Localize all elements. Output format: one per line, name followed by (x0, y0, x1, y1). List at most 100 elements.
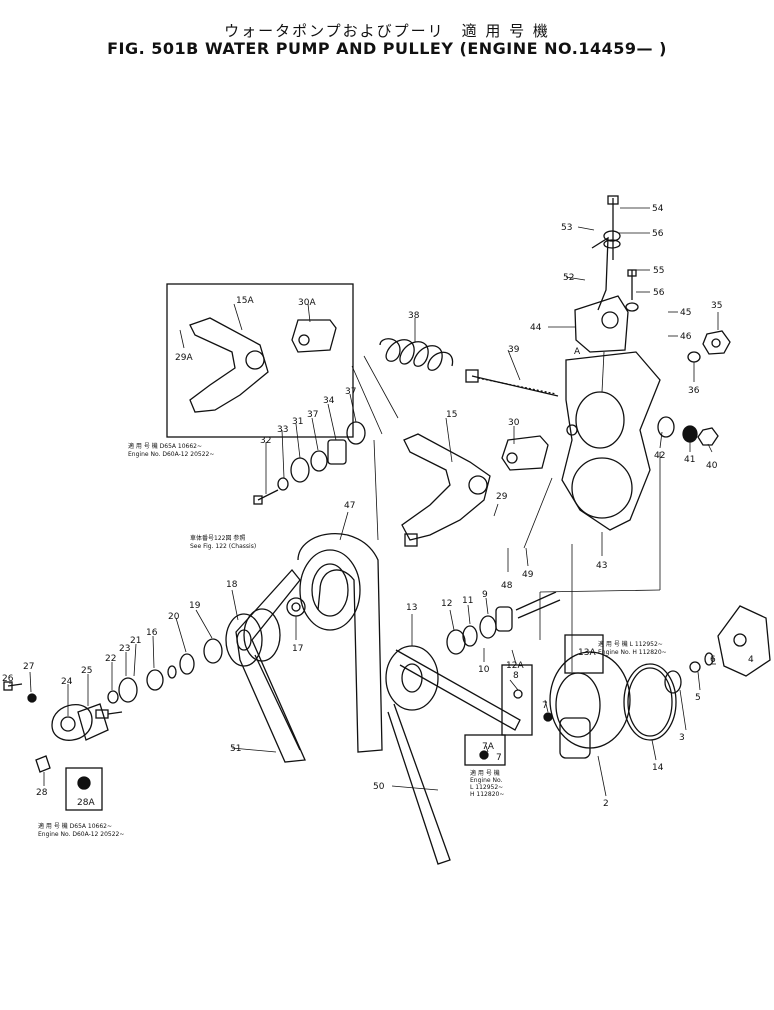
part-label-43: 43 (596, 561, 607, 571)
part-label-15: 15 (446, 410, 457, 420)
note-chassis-en: See Fig. 122 (Chassis) (190, 543, 256, 550)
part-label-19: 19 (189, 601, 201, 611)
part-label-7: 7 (496, 753, 502, 763)
part-label-6: 6 (710, 655, 716, 665)
part-label-23: 23 (119, 644, 130, 654)
part-label-13: 13 (406, 603, 417, 613)
part-label-27: 27 (23, 662, 34, 672)
part-label-31: 31 (292, 417, 303, 427)
part-label-47: 47 (344, 501, 355, 511)
note-7a-l: L 112952~ (470, 784, 503, 791)
inset-box-13a (564, 634, 604, 674)
figure-title: FIG. 501B WATER PUMP AND PULLEY (ENGINE … (107, 39, 667, 58)
part-label-5: 5 (695, 693, 701, 703)
spring-38-part (379, 338, 454, 371)
arm-15-part (401, 433, 491, 541)
bracket-44-part (574, 295, 629, 353)
part-label-32: 32 (260, 436, 271, 446)
part-label-52: 52 (563, 273, 574, 283)
part-label-45: 45 (680, 308, 691, 318)
part-label-11: 11 (462, 596, 473, 606)
note-lower-en: Engine No. D60A-12 20522~ (38, 831, 124, 838)
pulley-18-part (225, 613, 263, 667)
note-7a-en: Engine No. (470, 777, 503, 784)
part-label-a: A (574, 347, 581, 357)
part-label-29a: 29A (175, 353, 193, 363)
tensioner-plate-43 (561, 351, 661, 531)
note-upper-en: Engine No. D60A-12 20522~ (128, 451, 214, 458)
part-label-37: 37 (307, 410, 318, 420)
part-label-2: 2 (603, 799, 609, 809)
part-label-8: 8 (513, 671, 519, 681)
part-label-33: 33 (277, 425, 288, 435)
part-label-36: 36 (688, 386, 700, 396)
figure-title-japanese: ウォータポンプおよびプーリ 適 用 号 機 (224, 22, 550, 40)
part-label-42: 42 (654, 451, 665, 461)
belt-51-part (235, 568, 306, 763)
part-label-18: 18 (226, 580, 238, 590)
part-label-56: 56 (652, 229, 664, 239)
note-chassis-jp: 車体番号122図 参照 (190, 534, 245, 542)
gasket-14-part (623, 663, 677, 741)
part-label-4: 4 (748, 655, 754, 665)
part-label-30a: 30A (298, 298, 316, 308)
part-label-56: 56 (653, 288, 665, 298)
part-label-41: 41 (684, 455, 695, 465)
note-13a-en: Engine No. H 112820~ (598, 649, 667, 656)
part-label-46: 46 (680, 332, 692, 342)
part-label-7a: 7A (482, 742, 495, 752)
part-label-16: 16 (146, 628, 158, 638)
part-label-48: 48 (501, 581, 513, 591)
part-label-15a: 15A (236, 296, 254, 306)
part-label-10: 10 (478, 665, 490, 675)
part-label-35: 35 (711, 301, 722, 311)
part-label-12: 12 (441, 599, 452, 609)
part-label-24: 24 (61, 677, 73, 687)
inset-box-15a (166, 283, 354, 438)
part-label-28: 28 (36, 788, 48, 798)
part-label-26: 26 (2, 674, 14, 684)
inset-box-7a (464, 734, 506, 766)
part-label-39: 39 (508, 345, 520, 355)
part-label-54: 54 (652, 204, 664, 214)
note-13a-jp: 適 用 号 機 L 112952~ (598, 640, 663, 648)
rod-52-part (591, 236, 609, 311)
part-label-14: 14 (652, 763, 664, 773)
note-7a-jp: 適 用 号 機 (470, 769, 500, 777)
note-upper-jp: 適 用 号 機 D65A 10662~ (128, 442, 202, 450)
bracket-30a-part (291, 319, 337, 353)
part-label-38: 38 (408, 311, 420, 321)
note-lower-jp: 適 用 号 機 D65A 10662~ (38, 822, 112, 830)
part-label-25: 25 (81, 666, 92, 676)
arm-15a-boss (245, 350, 265, 370)
inset-box-8 (501, 664, 533, 736)
pulley-13-part (385, 645, 439, 711)
part-label-20: 20 (168, 612, 180, 622)
part-label-51: 51 (230, 744, 241, 754)
part-label-22: 22 (105, 654, 116, 664)
part-label-17: 17 (292, 644, 303, 654)
note-7a-h: H 112820~ (470, 791, 504, 798)
arm-15a-part (189, 317, 269, 413)
part-label-30: 30 (508, 418, 520, 428)
part-label-50: 50 (373, 782, 385, 792)
nut-35-part (702, 330, 731, 355)
flange-24-part (51, 704, 93, 741)
part-label-28a: 28A (77, 798, 95, 808)
part-label-40: 40 (706, 461, 718, 471)
belt-47-part (297, 533, 383, 753)
part-label-44: 44 (530, 323, 542, 333)
part-label-34: 34 (323, 396, 335, 406)
part-label-7: 7 (542, 701, 548, 711)
impeller-4-part (717, 605, 771, 677)
part-label-53: 53 (561, 223, 572, 233)
part-label-29: 29 (496, 492, 508, 502)
part-label-55: 55 (653, 266, 664, 276)
part-label-13a: 13A (578, 648, 596, 658)
part-label-49: 49 (522, 570, 534, 580)
inset-box-28a (65, 767, 103, 811)
part-label-9: 9 (482, 590, 488, 600)
part-label-12a: 12A (506, 661, 524, 671)
part-label-3: 3 (679, 733, 685, 743)
